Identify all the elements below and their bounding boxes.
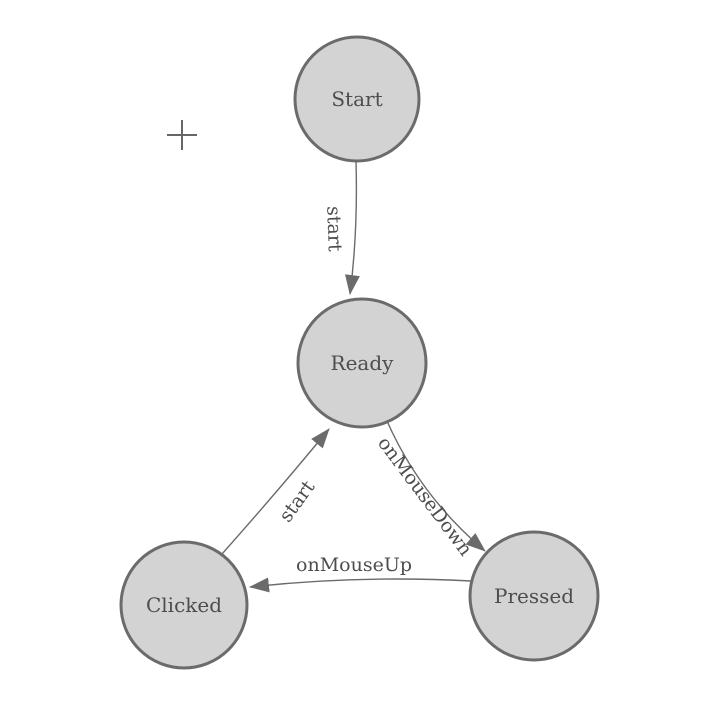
transition-label-ready-to-pressed: onMouseDown bbox=[373, 433, 477, 560]
transition-label-clicked-to-ready: start bbox=[275, 476, 320, 526]
transition-edge-clicked-to-ready[interactable] bbox=[221, 428, 330, 555]
transition-edge-pressed-to-clicked[interactable] bbox=[249, 577, 472, 593]
state-circle-pressed bbox=[468, 530, 600, 662]
state-circle-start bbox=[293, 35, 421, 163]
transition-label-start-to-ready: start bbox=[322, 206, 346, 253]
state-label-clicked: Clicked bbox=[146, 593, 222, 617]
state-label-start: Start bbox=[331, 87, 382, 111]
crosshair-icon bbox=[167, 120, 197, 150]
state-circle-clicked bbox=[119, 540, 249, 670]
state-node-clicked[interactable]: Clicked bbox=[119, 540, 249, 670]
transition-edge-ready-to-pressed[interactable] bbox=[386, 420, 486, 552]
state-node-start[interactable]: Start bbox=[293, 35, 421, 163]
state-node-ready[interactable]: Ready bbox=[296, 297, 428, 429]
state-circle-ready bbox=[296, 297, 428, 429]
state-node-pressed[interactable]: Pressed bbox=[468, 530, 600, 662]
transition-edge-start-to-ready[interactable] bbox=[344, 160, 360, 295]
transition-label-pressed-to-clicked: onMouseUp bbox=[296, 554, 412, 576]
state-label-pressed: Pressed bbox=[494, 584, 574, 608]
overlay-layer bbox=[167, 120, 197, 150]
state-label-ready: Ready bbox=[331, 351, 395, 375]
